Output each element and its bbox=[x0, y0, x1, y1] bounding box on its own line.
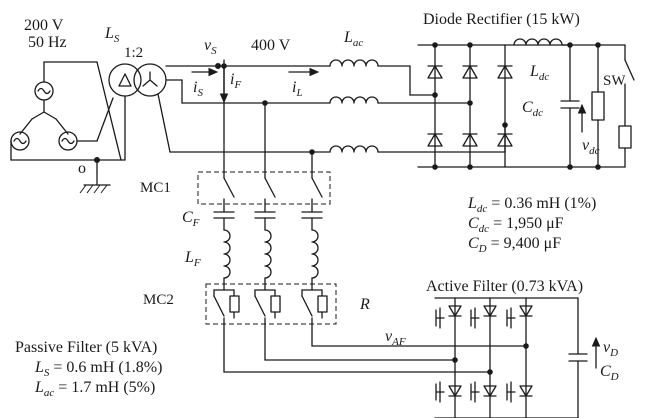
diode-rectifier bbox=[417, 38, 635, 170]
if-label: iF bbox=[230, 71, 241, 91]
vs-label: vS bbox=[204, 37, 217, 57]
passive-filter bbox=[197, 63, 527, 373]
cdc-param: Cdc= 1,950 μF bbox=[468, 215, 564, 235]
ls-param: LS= 0.6 mH (1.8%) bbox=[34, 359, 162, 379]
neutral-label: o bbox=[78, 160, 86, 177]
three-phase-source bbox=[10, 61, 122, 194]
cd-param: CD= 9,400 μF bbox=[468, 235, 561, 255]
passive-filter-title: Passive Filter (5 kVA) bbox=[15, 339, 157, 356]
vd-label: vD bbox=[603, 339, 618, 359]
cf-label: CF bbox=[182, 209, 200, 229]
lac-param: Lac= 1.7 mH (5%) bbox=[34, 379, 155, 399]
vdc-label: vdc bbox=[582, 137, 600, 157]
mc1-label: MC1 bbox=[140, 180, 171, 196]
ldc-label: Ldc bbox=[529, 63, 549, 83]
cd-label: CD bbox=[600, 363, 619, 383]
vaf-label: vAF bbox=[385, 328, 406, 348]
source-voltage-label: 200 V bbox=[24, 17, 64, 34]
transformer-ratio-label: 1:2 bbox=[124, 45, 143, 61]
lf-label: LF bbox=[184, 249, 201, 269]
sw-label: SW bbox=[603, 73, 626, 89]
bus-voltage-label: 400 V bbox=[251, 37, 291, 54]
is-label: iS bbox=[193, 79, 203, 99]
cdc-label: Cdc bbox=[522, 99, 543, 119]
il-label: iL bbox=[292, 79, 303, 99]
active-filter-title: Active Filter (0.73 kVA) bbox=[426, 278, 583, 295]
lac-label: Lac bbox=[343, 29, 363, 49]
mc2-label: MC2 bbox=[143, 292, 174, 308]
rectifier-title: Diode Rectifier (15 kW) bbox=[423, 11, 580, 28]
ls-label: LS bbox=[104, 25, 120, 45]
r-label: R bbox=[359, 296, 370, 313]
ac-bus bbox=[157, 59, 506, 153]
ldc-param: Ldc= 0.36 mH (1%) bbox=[467, 195, 596, 215]
active-filter-inverter bbox=[434, 297, 601, 418]
source-frequency-label: 50 Hz bbox=[28, 34, 67, 51]
